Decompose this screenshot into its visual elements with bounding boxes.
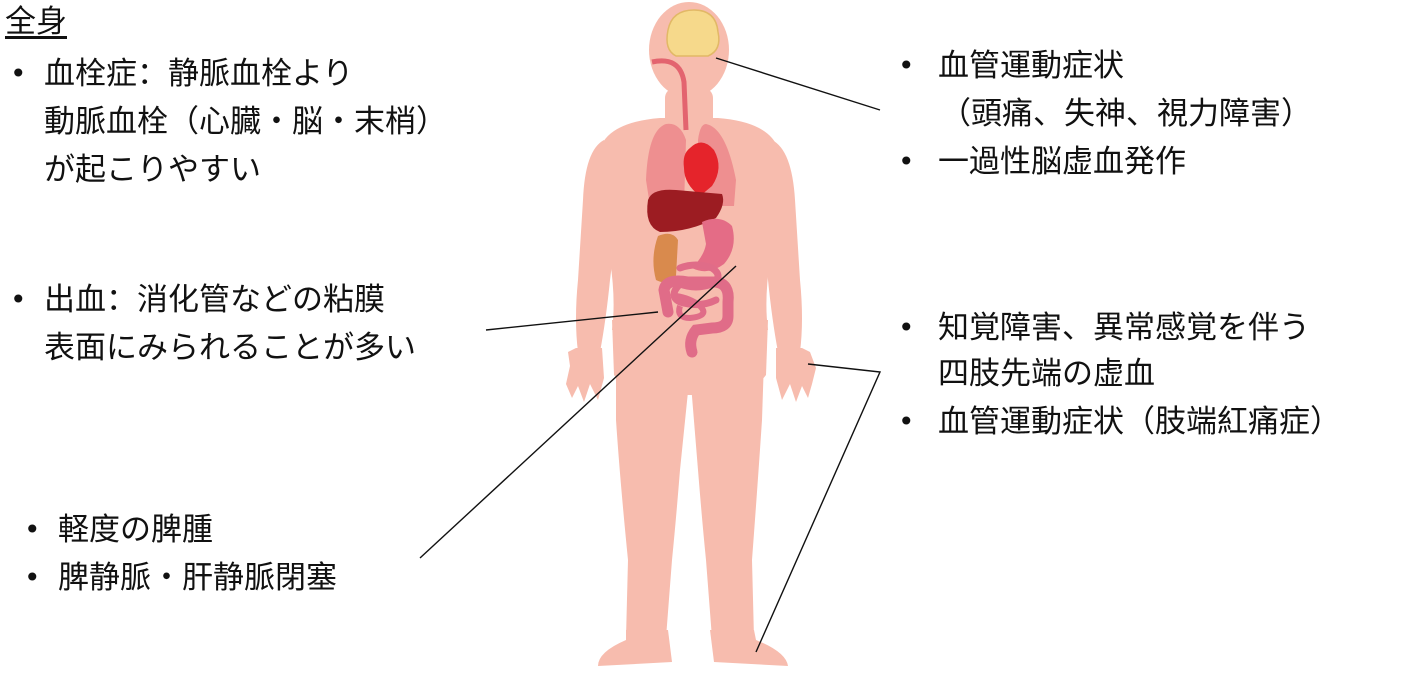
pancreas-organ xyxy=(653,233,678,283)
bullet-marker: • xyxy=(898,145,915,178)
airway xyxy=(651,58,689,131)
bullet-marker: • xyxy=(898,49,915,82)
vasomotor-line-1: 血管運動症状 xyxy=(938,48,1124,84)
brain-organ xyxy=(666,9,720,57)
bleeding-line-1: 出血：消化管などの粘膜 xyxy=(44,282,385,318)
right-arm xyxy=(758,140,802,352)
vasomotor-line-2: （頭痛、失神、視力障害） xyxy=(940,96,1312,132)
leader-line-intestine xyxy=(485,311,659,331)
bullet-marker: • xyxy=(24,513,41,546)
right-leg xyxy=(690,360,764,638)
bullet-marker: • xyxy=(898,405,915,438)
thrombosis-line-3: が起こりやすい xyxy=(44,152,261,188)
sensory-line-1: 知覚障害、異常感覚を伴う xyxy=(938,310,1310,346)
left-arm xyxy=(576,140,620,352)
leader-line-limbs xyxy=(755,363,882,653)
vein-occlusion-text: 脾静脈・肝静脈閉塞 xyxy=(58,560,337,596)
erythromelalgia-text: 血管運動症状（肢端紅痛症） xyxy=(938,404,1341,440)
right-hand xyxy=(776,348,816,402)
bullet-marker: • xyxy=(898,311,915,344)
heart-organ xyxy=(683,142,719,196)
bullet-marker: • xyxy=(24,561,41,594)
leader-lines xyxy=(419,57,882,653)
right-foot xyxy=(710,630,788,666)
leader-line-spleen xyxy=(419,265,737,559)
tia-text: 一過性脳虚血発作 xyxy=(938,144,1186,180)
large-intestine-coil xyxy=(675,293,707,322)
bullet-marker: • xyxy=(10,57,27,90)
bleeding-line-2: 表面にみられることが多い xyxy=(44,330,416,366)
leader-line-brain xyxy=(715,57,881,111)
left-hand xyxy=(566,348,604,402)
thrombosis-line-2: 動脈血栓（心臓・脳・末梢） xyxy=(44,104,447,140)
thrombosis-line-1: 血栓症：静脈血栓より xyxy=(44,56,354,92)
bullet-marker: • xyxy=(10,283,27,316)
left-lung xyxy=(646,123,686,206)
sensory-line-2: 四肢先端の虚血 xyxy=(938,356,1155,392)
large-intestine xyxy=(658,275,734,358)
left-leg xyxy=(616,360,690,638)
splenomegaly-text: 軽度の脾腫 xyxy=(58,512,213,548)
stomach-organ xyxy=(692,218,734,272)
left-foot xyxy=(598,630,672,666)
section-heading-whole-body: 全身 xyxy=(5,4,67,40)
